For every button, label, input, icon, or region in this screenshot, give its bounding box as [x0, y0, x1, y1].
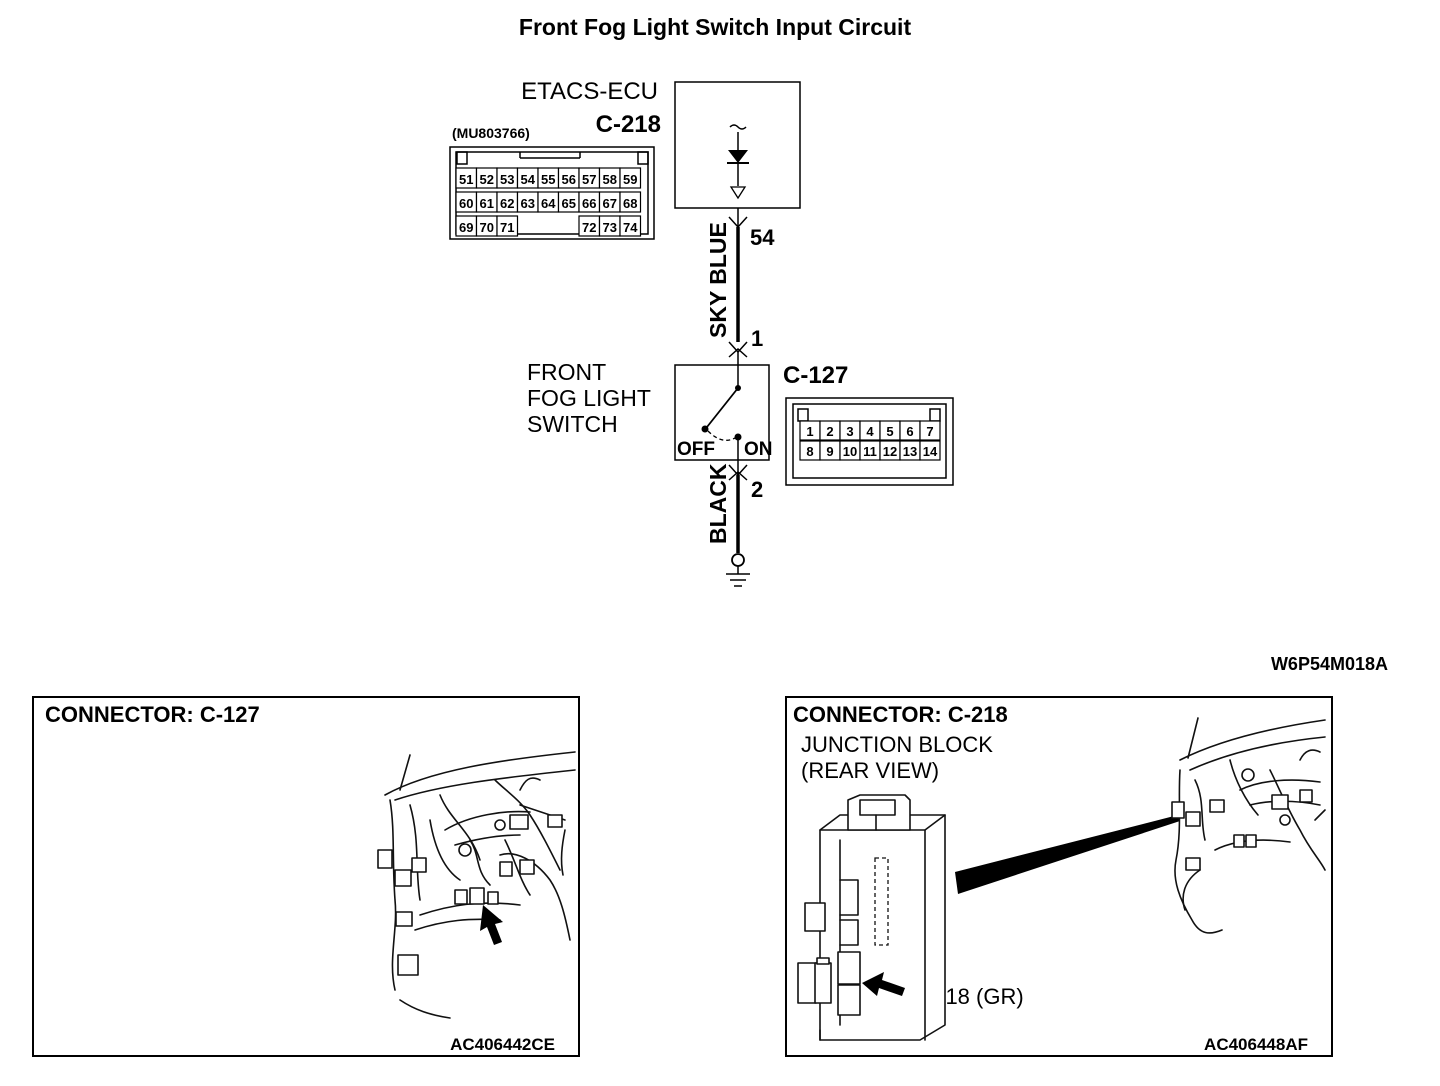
ground-icon	[726, 553, 750, 587]
pin-number: 3	[846, 424, 853, 439]
pin-number: 71	[500, 220, 514, 235]
pin-number: 68	[623, 196, 637, 211]
pin-number: 59	[623, 172, 637, 187]
pin-number: 2	[826, 424, 833, 439]
pin-number: 55	[541, 172, 555, 187]
pin-number: 8	[806, 444, 813, 459]
pin-number: 57	[582, 172, 596, 187]
ecu-connector-label: C-218	[596, 111, 661, 138]
pin-number: 70	[480, 220, 494, 235]
pin-number: 52	[480, 172, 494, 187]
switch-label-line2: FOG LIGHT	[527, 385, 651, 411]
pin-number: 7	[926, 424, 933, 439]
switch-on-label: ON	[744, 439, 773, 460]
pin-number: 1	[806, 424, 813, 439]
pin-number: 12	[883, 444, 897, 459]
switch-contact-icon	[701, 365, 742, 460]
pin-number: 73	[603, 220, 617, 235]
pin-cell	[619, 215, 642, 237]
switch-box	[674, 364, 770, 461]
pin-number: 14	[923, 444, 938, 459]
pin-number: 4	[866, 424, 874, 439]
switch-off-label: OFF	[677, 439, 715, 460]
ecu-name: ETACS-ECU	[521, 78, 658, 105]
pin-number: 56	[562, 172, 576, 187]
panel-c127	[32, 696, 580, 1057]
pin-number: 9	[826, 444, 833, 459]
pin-number: 64	[541, 196, 556, 211]
pin-number: 61	[480, 196, 494, 211]
pin-number: 11	[863, 444, 877, 459]
dashboard-sketch-right	[1171, 717, 1326, 934]
pin-number: 66	[582, 196, 596, 211]
pin-cell	[619, 167, 642, 189]
pin-cell	[919, 440, 941, 461]
panel-c218-subtitle-2: (REAR VIEW)	[801, 758, 939, 783]
diagram-code: W6P54M018A	[1271, 654, 1388, 674]
pin-number: 5	[886, 424, 893, 439]
pin-number: 63	[521, 196, 535, 211]
pin-cell	[919, 420, 941, 441]
panel-c218-title: CONNECTOR: C-218	[793, 702, 1008, 727]
pin-number: 65	[562, 196, 576, 211]
panel-c218-code: AC406448AF	[1204, 1035, 1308, 1054]
pin-cell	[619, 191, 642, 213]
pin-switch-2: 2	[751, 477, 763, 502]
pin-number: 62	[500, 196, 514, 211]
switch-connector-label: C-127	[783, 362, 848, 389]
switch-label-line3: SWITCH	[527, 411, 618, 437]
pin-number: 13	[903, 444, 917, 459]
pin-number: 53	[500, 172, 514, 187]
pin-ecu-54: 54	[750, 225, 775, 250]
pin-number: 10	[843, 444, 857, 459]
panel-c127-code: AC406442CE	[450, 1035, 555, 1054]
pin-number: 60	[459, 196, 473, 211]
panel-c218-subtitle-1: JUNCTION BLOCK	[801, 732, 993, 757]
pin-number: 72	[582, 220, 596, 235]
panel-c127-title: CONNECTOR: C-127	[45, 702, 260, 727]
pin-number: 67	[603, 196, 617, 211]
panel-c218	[785, 696, 1333, 1057]
pin-number: 74	[623, 220, 638, 235]
junction-block-sketch	[797, 794, 1180, 1041]
switch-label-line1: FRONT	[527, 359, 606, 385]
dashboard-sketch-left	[377, 751, 576, 1019]
pin-number: 54	[521, 172, 536, 187]
wire-upper-color: SKY BLUE	[705, 222, 731, 338]
wire-lower-color: BLACK	[705, 463, 731, 544]
diagram-title: Front Fog Light Switch Input Circuit	[519, 14, 912, 40]
diode-icon	[727, 124, 749, 200]
pin-number: 6	[906, 424, 913, 439]
ecu-pin-grid: 51 52 53 54 55 56 57 58 59 60 61 62 63 64 65 66 67 68 69 70…	[455, 167, 642, 237]
pin-number: 51	[459, 172, 473, 187]
pin-switch-1: 1	[751, 326, 763, 351]
pin-number: 58	[603, 172, 617, 187]
ecu-part-number: (MU803766)	[452, 125, 530, 141]
ecu-connector-face: 51 52 53 54 55 56 57 58 59 60 61 62 63 64 65 66 67 68 69 70…	[449, 146, 655, 240]
pin-number: 69	[459, 220, 473, 235]
pin-cell	[496, 215, 519, 237]
